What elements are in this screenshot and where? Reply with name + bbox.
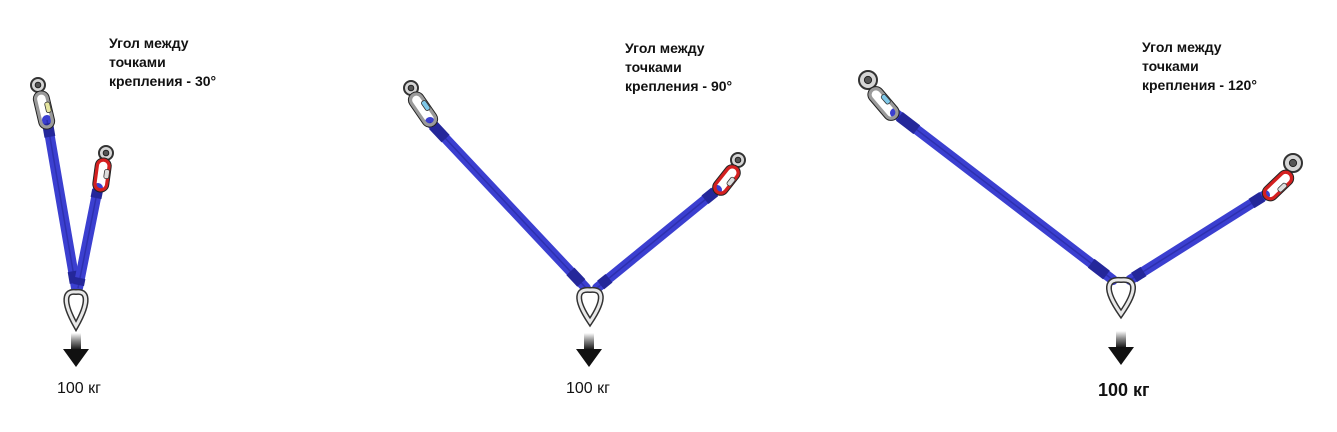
ring-120 — [1106, 276, 1136, 320]
sling-right-90 — [592, 185, 722, 293]
load-arrow-30 — [63, 333, 89, 367]
carabiner-left-30 — [32, 90, 56, 130]
carabiner-right-30 — [92, 157, 112, 193]
sling-left-30 — [42, 115, 81, 293]
sling-left-120 — [890, 108, 1118, 285]
sling-right-30 — [73, 183, 103, 293]
load-arrow-90 — [576, 333, 602, 367]
angle-caption-30: Угол между точками крепления - 30° — [109, 35, 217, 89]
load-label-120: 100 кг — [1098, 380, 1150, 400]
carabiner-right-90 — [712, 164, 741, 196]
angle-caption-90: Угол между точками крепления - 90° — [625, 40, 733, 94]
carabiner-left-120 — [867, 86, 900, 121]
ring-30 — [63, 288, 89, 333]
anchor-left-120 — [858, 70, 878, 90]
carabiner-left-90 — [407, 91, 439, 128]
anchor-left-90 — [403, 80, 419, 96]
sling-left-90 — [425, 117, 591, 293]
sling-right-120 — [1125, 190, 1270, 285]
load-label-30: 100 кг — [57, 380, 101, 397]
load-label-90: 100 кг — [566, 380, 610, 397]
ring-90 — [576, 286, 604, 328]
anchor-right-30 — [98, 145, 114, 161]
anchor-left-30 — [30, 77, 46, 93]
anchor-right-120 — [1283, 153, 1303, 173]
angle-caption-120: Угол между точками крепления - 120° — [1142, 39, 1257, 93]
carabiner-right-120 — [1261, 169, 1295, 202]
load-arrow-120 — [1108, 331, 1134, 365]
